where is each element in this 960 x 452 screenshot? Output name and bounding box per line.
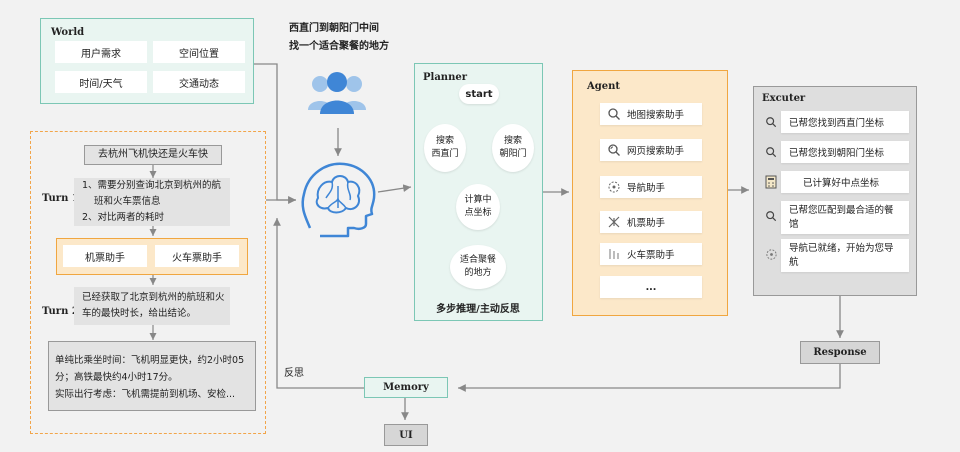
- agent-navigation: 导航助手: [600, 176, 702, 198]
- agent-navigation-label: 导航助手: [627, 183, 666, 194]
- query-line-2: 找一个适合聚餐的地方: [289, 41, 389, 52]
- executer-result-1: 已帮您找到西直门坐标: [781, 111, 909, 133]
- search-icon: [766, 117, 777, 128]
- turn1-line-2: 班和火车票信息: [94, 196, 161, 207]
- executer-title: Excuter: [762, 93, 806, 104]
- executer-result-5-line-1: 导航已就绪，开始为您导: [789, 243, 894, 254]
- world-item-location: 空间位置: [153, 41, 245, 63]
- agent-title: Agent: [587, 81, 621, 92]
- conclusion-line-2: 分；高铁最快约4小时17分。: [55, 372, 178, 383]
- agent-web-search-label: 网页搜索助手: [627, 146, 685, 157]
- world-panel: World 用户需求 空间位置 时间/天气 交通动态: [40, 18, 254, 104]
- turn1-line-1: 1、需要分别查询北京到杭州的航: [82, 180, 222, 191]
- search-icon: [766, 211, 777, 222]
- agent-more-label: ...: [645, 281, 657, 293]
- world-item-time-weather: 时间/天气: [55, 71, 147, 93]
- turn2-text: 已经获取了北京到杭州的航班和火 车的最快时长，给出结论。: [74, 287, 230, 325]
- navigation-icon: [766, 249, 777, 260]
- world-item-user-needs: 用户需求: [55, 41, 147, 63]
- calculator-icon: [765, 175, 777, 189]
- user-group-icon: [308, 72, 366, 114]
- executer-result-5-line-2: 航: [789, 257, 799, 268]
- executer-result-2: 已帮您找到朝阳门坐标: [781, 141, 909, 163]
- conclusion-line-3: 实际出行考虑：飞机需提前到机场、安检...: [55, 389, 236, 400]
- world-title: World: [51, 27, 85, 38]
- executer-result-5: 导航已就绪，开始为您导 航: [781, 239, 909, 272]
- executer-result-4: 已帮您匹配到最合适的餐 馆: [781, 201, 909, 234]
- executer-result-4-line-1: 已帮您匹配到最合适的餐: [789, 205, 894, 216]
- planner-compute-node: 计算中点坐标: [456, 184, 500, 230]
- query-text: 西直门到朝阳门中间 找一个适合聚餐的地方: [289, 20, 389, 56]
- agent-more: ...: [600, 276, 702, 298]
- turn2-line-2: 车的最快时长，给出结论。: [82, 308, 197, 319]
- turn1-text: 1、需要分别查询北京到杭州的航 班和火车票信息 2、对比两者的耗时: [74, 178, 230, 226]
- conclusion-box: 单纯比乘坐时间：飞机明显更快，约2小时05 分；高铁最快约4小时17分。 实际出…: [48, 341, 256, 411]
- search-icon: [766, 147, 777, 158]
- plane-icon: [608, 216, 620, 228]
- compute-line-1: 计算中: [464, 195, 492, 205]
- agent-train: 火车票助手: [600, 243, 702, 265]
- planner-start-node: start: [459, 84, 499, 104]
- executer-result-3: 已计算好中点坐标: [781, 171, 909, 193]
- navigation-icon: [608, 181, 620, 193]
- web-search-icon: [608, 144, 620, 156]
- memory-box: Memory: [364, 377, 448, 398]
- reflect-label: 反思: [284, 368, 304, 379]
- query-line-1: 西直门到朝阳门中间: [289, 23, 379, 34]
- agent-train-label: 火车票助手: [627, 250, 675, 261]
- agent-flight-label: 机票助手: [627, 218, 666, 229]
- planner-search-a-node: 搜索西直门: [424, 124, 466, 172]
- search-b-line-1: 搜索: [503, 136, 522, 146]
- executer-result-4-line-2: 馆: [789, 219, 799, 230]
- search-a-line-2: 西直门: [431, 149, 459, 159]
- world-item-traffic: 交通动态: [153, 71, 245, 93]
- turn2-label: Turn 2: [42, 306, 79, 317]
- tool-flight: 机票助手: [63, 245, 147, 267]
- turn2-line-1: 已经获取了北京到杭州的航班和火: [82, 292, 225, 303]
- planner-result-node: 适合聚餐的地方: [450, 245, 506, 289]
- response-box: Response: [800, 341, 880, 364]
- planner-search-b-node: 搜索朝阳门: [492, 124, 534, 172]
- planner-footer: 多步推理/主动反思: [436, 304, 520, 315]
- turn1-line-3: 2、对比两者的耗时: [82, 212, 165, 223]
- search-b-line-2: 朝阳门: [499, 149, 527, 159]
- train-icon: [609, 249, 619, 259]
- search-a-line-1: 搜索: [435, 136, 454, 146]
- agent-web-search: 网页搜索助手: [600, 139, 702, 161]
- planner-title: Planner: [423, 72, 467, 83]
- turn1-label: Turn 1: [42, 193, 79, 204]
- agent-flight: 机票助手: [600, 211, 702, 233]
- example-panel: [30, 131, 266, 434]
- agent-map-search: 地图搜索助手: [600, 103, 702, 125]
- tool-train: 火车票助手: [155, 245, 239, 267]
- result-line-2: 的地方: [464, 268, 492, 278]
- map-search-icon: [608, 108, 620, 120]
- result-line-1: 适合聚餐: [459, 255, 496, 265]
- brain-head-icon: [301, 162, 376, 238]
- example-question: 去杭州飞机快还是火车快: [84, 145, 222, 165]
- conclusion-line-1: 单纯比乘坐时间：飞机明显更快，约2小时05: [55, 355, 245, 366]
- tool-group: 机票助手 火车票助手: [56, 238, 248, 275]
- ui-box: UI: [384, 424, 428, 446]
- compute-line-2: 点坐标: [464, 208, 492, 218]
- agent-map-search-label: 地图搜索助手: [627, 110, 685, 121]
